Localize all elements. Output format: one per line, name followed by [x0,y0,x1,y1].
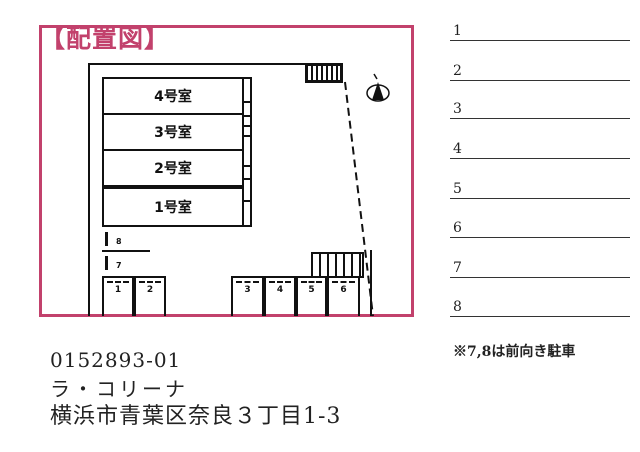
parking-1: 1 [102,276,134,316]
room-2: 2号室 [102,149,244,187]
slot-row-1: 1 [450,20,630,41]
slot-number: 5 [453,181,462,197]
room-4: 4号室 [102,77,244,115]
space-8-mark [105,232,108,246]
room-label: 3号室 [154,125,192,141]
slot-row-7: 7 [450,257,630,278]
space-divider [102,250,150,252]
room-1: 1号室 [102,187,244,227]
slot-number: 4 [453,141,462,157]
parking-label: 2 [146,285,154,295]
parking-4: 4 [264,276,296,316]
north-arrow-icon [366,73,390,102]
space-7-label: 7 [116,261,122,270]
balcony-rail [250,77,252,227]
room-3: 3号室 [102,113,244,151]
balcony-mark [244,125,252,127]
site-boundary-dashed [344,81,374,317]
property-name: ラ・コリーナ [50,377,188,401]
room-label: 2号室 [154,161,192,177]
slot-row-6: 6 [450,217,630,238]
balcony-mark [244,135,252,137]
slot-number: 8 [453,299,462,315]
slot-number: 6 [453,220,462,236]
room-label: 1号室 [154,200,192,216]
parking-label: 1 [114,285,122,295]
site-boundary-left [88,63,90,316]
parking-label: 5 [308,285,315,295]
parking-2: 2 [134,276,166,316]
bicycle-parking [311,252,364,278]
slot-number: 2 [453,63,462,79]
space-8-label: 8 [116,237,122,246]
space-7-mark [105,256,108,270]
parking-label: 3 [244,285,251,295]
balcony-mark [244,178,252,180]
slot-row-4: 4 [450,138,630,159]
slot-number: 1 [453,23,462,39]
site-boundary-right [370,250,372,316]
site-map-frame [39,25,414,317]
site-boundary-top [88,63,306,65]
property-address: 横浜市青葉区奈良３丁目1-3 [50,404,342,429]
parking-5: 5 [296,276,327,316]
balcony-mark [244,165,252,167]
slot-row-8: 8 [450,296,630,317]
slot-row-2: 2 [450,60,630,81]
map-title: 【配置図】 [40,24,171,53]
slot-number: 7 [453,260,462,276]
balcony-mark [244,200,252,202]
slot-number: 3 [453,101,462,117]
slot-row-3: 3 [450,98,630,119]
parking-label: 6 [340,285,347,295]
balcony-mark [244,101,252,103]
parking-6: 6 [327,276,360,316]
balcony-mark [244,115,252,117]
balcony-mark [244,225,252,227]
garbage-station [305,63,343,83]
parking-3: 3 [231,276,264,316]
balcony-mark [244,77,252,79]
room-label: 4号室 [154,89,192,105]
slot-row-5: 5 [450,178,630,199]
property-code: 0152893-01 [50,348,182,372]
parking-label: 4 [276,285,284,295]
parking-note: ※7,8は前向き駐車 [453,344,576,360]
